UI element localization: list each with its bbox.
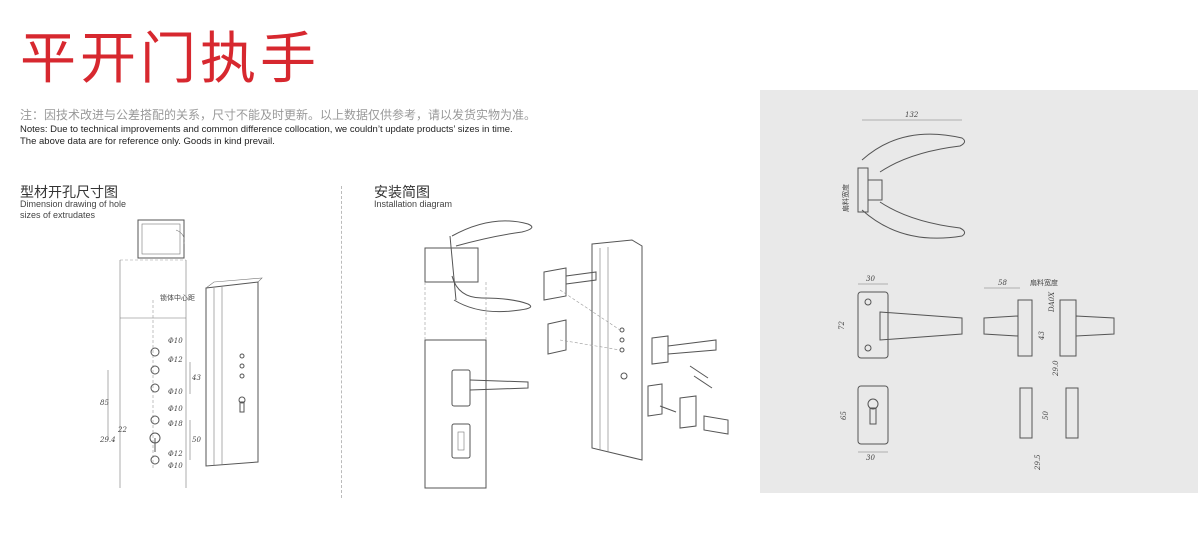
page-title: 平开门执手 (20, 27, 320, 92)
dim-phi10-a: Φ10 (168, 337, 183, 345)
dim-phi10-c: Φ10 (168, 405, 183, 413)
install-door-profile (591, 239, 643, 461)
note-english-line1: Notes: Due to technical improvements and… (20, 124, 513, 135)
panel-side-handle: 58 扇料宽度 43 29.0 DA0X (983, 278, 1115, 377)
panel-front-handle: 30 72 (838, 275, 963, 359)
profile-3d-view (205, 277, 263, 467)
panel-width-label-mid: 扇料宽度 (1030, 278, 1058, 287)
dim-29-5: 29.5 (1034, 454, 1042, 471)
hole-circle (150, 383, 160, 393)
dim-29-4: 29.4 (99, 436, 116, 444)
panel-lock-plate: 30 65 (840, 385, 889, 462)
dim-132: 132 (905, 111, 919, 119)
hole-dimension-labels: Φ10 Φ12 Φ10 Φ10 Φ18 Φ12 Φ10 85 43 50 29.… (99, 337, 201, 470)
note-chinese: 注：因技术改进与公差搭配的关系，尺寸不能及时更新。以上数据仅供参考，请以发货实物… (20, 108, 537, 122)
hole-subtitle-line1: Dimension drawing of hole (20, 199, 127, 209)
hole-circle (150, 347, 160, 357)
dim-phi12-a: Φ12 (168, 356, 183, 364)
install-exploded-parts (543, 267, 729, 435)
dim-43-panel: 43 (1038, 331, 1046, 341)
hole-circle (150, 455, 160, 465)
dim-22: 22 (117, 426, 127, 434)
panel-width-label-top: 扇料宽度 (841, 184, 850, 212)
install-section-title: 安装简图 (374, 185, 430, 201)
hole-drawing-frame: 锁体中心距 (119, 259, 195, 488)
note-english: Notes: Due to technical improvements and… (20, 124, 640, 148)
dim-58: 58 (998, 279, 1007, 287)
hole-section-subtitle: Dimension drawing of hole sizes of extru… (20, 199, 126, 221)
dim-phi12-b: Φ12 (168, 450, 183, 458)
dim-72: 72 (838, 321, 846, 330)
hole-circle (150, 415, 160, 425)
center-distance-label: 锁体中心距 (160, 293, 195, 302)
dim-65: 65 (840, 411, 848, 420)
dim-43: 43 (191, 374, 201, 382)
dim-29-0: 29.0 (1052, 360, 1060, 377)
dim-50-panel: 50 (1042, 411, 1050, 420)
section-divider (341, 186, 342, 498)
note-english-line2: The above data are for reference only. G… (20, 136, 275, 147)
profile-cross-section (137, 219, 185, 259)
hole-section-title: 型材开孔尺寸图 (20, 185, 118, 201)
dim-phi10-b: Φ10 (168, 388, 183, 396)
dim-30-bottom: 30 (866, 454, 875, 462)
dim-50: 50 (192, 436, 201, 444)
install-top-handle (424, 220, 533, 313)
dim-30-top: 30 (866, 275, 875, 283)
hole-circle (150, 365, 160, 375)
install-side-profile (424, 282, 529, 489)
technical-drawing-panel (760, 90, 1198, 493)
dim-phi18: Φ18 (168, 420, 183, 428)
panel-top-handle: 132 扇料宽度 (841, 111, 966, 239)
dim-85: 85 (100, 399, 109, 407)
dim-phi10-d: Φ10 (168, 462, 183, 470)
panel-lock-side: 50 29.5 (1019, 387, 1079, 471)
install-section-subtitle: Installation diagram (374, 199, 453, 209)
dim-da0x: DA0X (1048, 291, 1056, 313)
hole-markers (149, 347, 161, 465)
hole-subtitle-line2: sizes of extrudates (20, 210, 96, 220)
